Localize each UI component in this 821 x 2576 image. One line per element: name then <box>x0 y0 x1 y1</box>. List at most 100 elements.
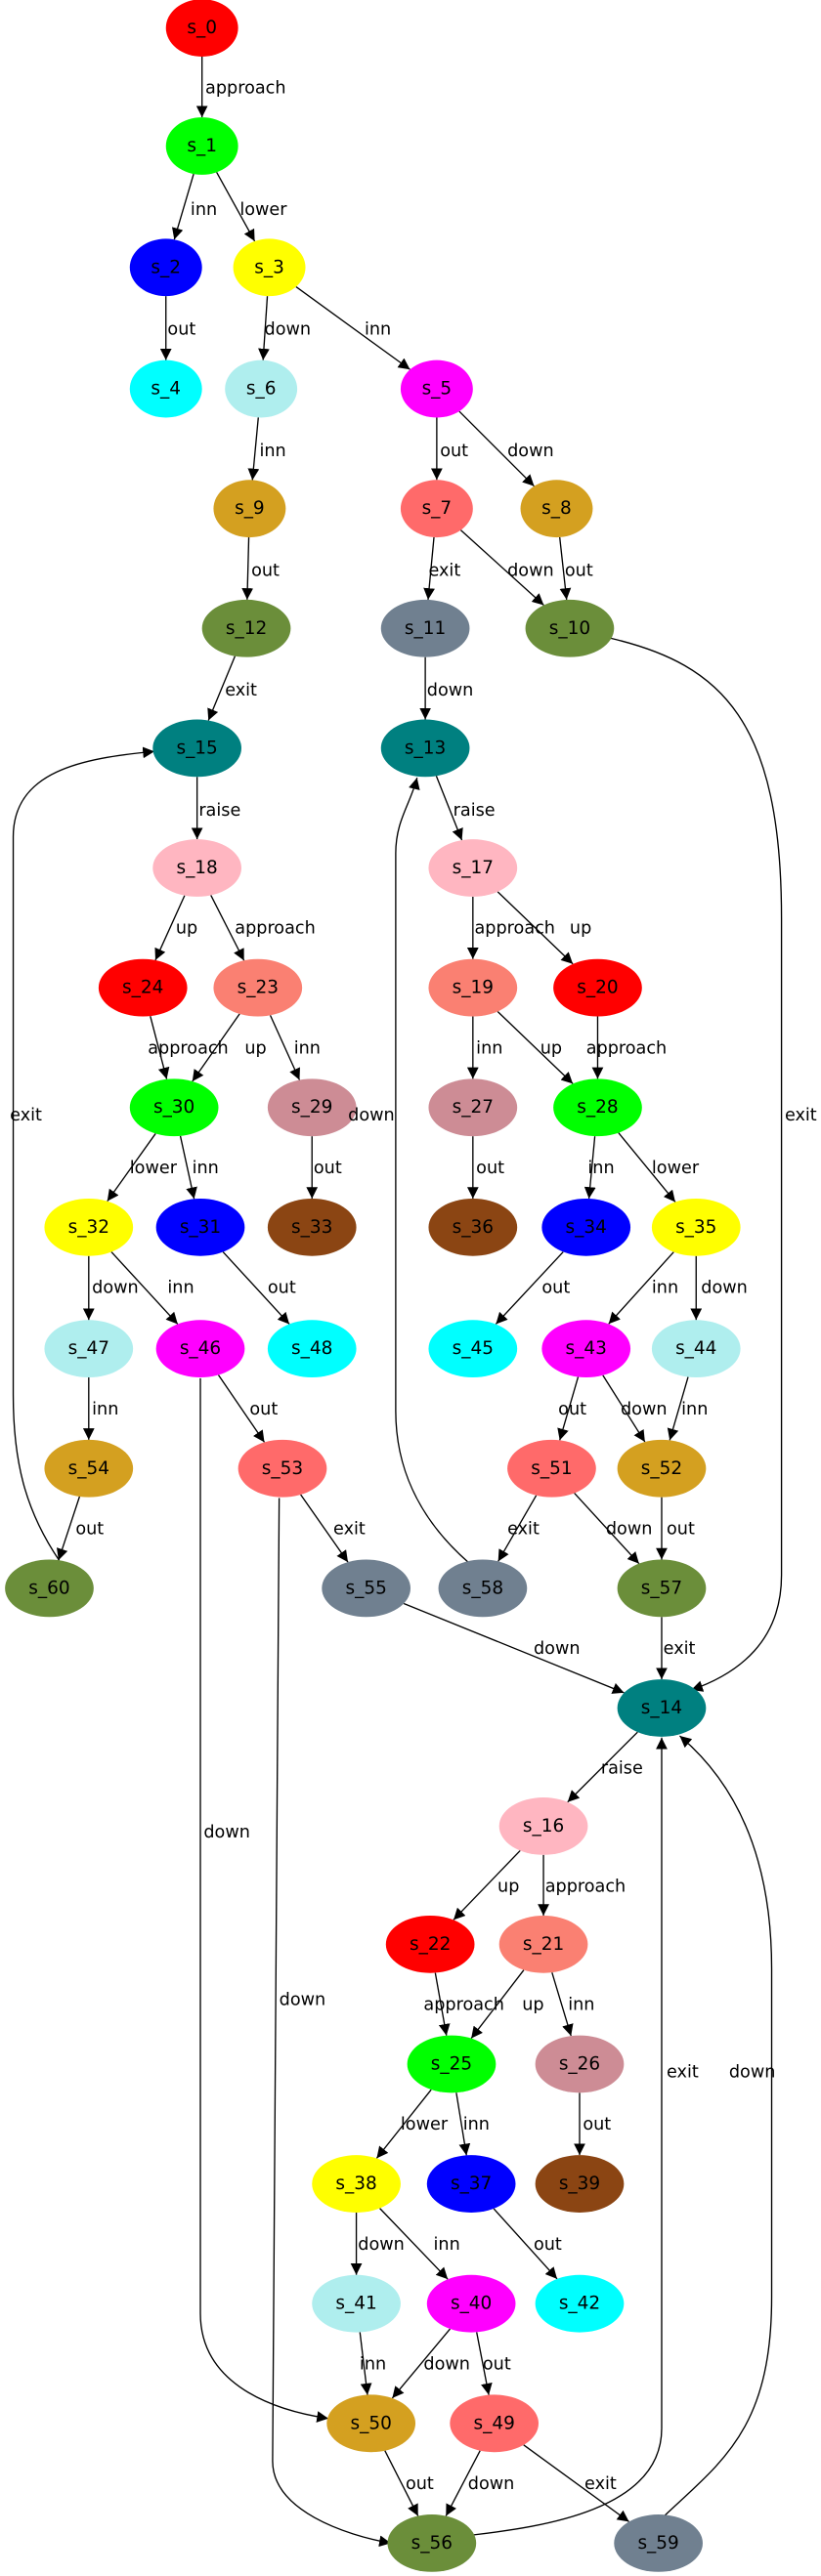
node-s_57[interactable]: s_57 <box>617 1559 707 1618</box>
node-s_36[interactable]: s_36 <box>428 1198 518 1256</box>
node-shape <box>213 958 303 1017</box>
node-s_2[interactable]: s_2 <box>129 238 202 297</box>
node-s_37[interactable]: s_37 <box>426 2155 516 2213</box>
node-s_56[interactable]: s_56 <box>387 2514 477 2572</box>
node-s_51[interactable]: s_51 <box>507 1439 596 1498</box>
node-s_44[interactable]: s_44 <box>651 1320 741 1378</box>
node-s_10[interactable]: s_10 <box>525 599 615 657</box>
node-s_53[interactable]: s_53 <box>238 1439 327 1498</box>
edge-s_25-s_38 <box>375 2089 432 2159</box>
node-s_26[interactable]: s_26 <box>535 2035 625 2093</box>
edge-label: lower <box>652 1159 700 1178</box>
node-s_59[interactable]: s_59 <box>614 2514 703 2572</box>
node-s_4[interactable]: s_4 <box>129 359 202 418</box>
node-s_60[interactable]: s_60 <box>5 1559 94 1618</box>
node-s_46[interactable]: s_46 <box>155 1320 245 1378</box>
node-s_55[interactable]: s_55 <box>322 1559 410 1618</box>
node-s_9[interactable]: s_9 <box>213 480 286 538</box>
node-s_52[interactable]: s_52 <box>617 1439 707 1498</box>
node-s_20[interactable]: s_20 <box>553 958 642 1017</box>
node-s_13[interactable]: s_13 <box>380 719 470 778</box>
node-shape <box>380 719 470 778</box>
node-s_6[interactable]: s_6 <box>225 359 298 418</box>
node-label: s_47 <box>68 1338 109 1359</box>
node-s_58[interactable]: s_58 <box>438 1559 528 1618</box>
node-s_23[interactable]: s_23 <box>213 958 303 1017</box>
node-shape <box>428 1078 518 1137</box>
node-s_1[interactable]: s_1 <box>165 117 238 175</box>
node-s_32[interactable]: s_32 <box>44 1198 134 1256</box>
node-s_50[interactable]: s_50 <box>326 2394 416 2453</box>
node-s_16[interactable]: s_16 <box>498 1797 588 1855</box>
node-shape <box>129 238 202 297</box>
node-s_40[interactable]: s_40 <box>426 2274 516 2333</box>
edge-label: down <box>507 562 554 581</box>
node-s_29[interactable]: s_29 <box>267 1078 357 1137</box>
node-shape <box>98 958 188 1017</box>
node-label: s_11 <box>405 618 446 639</box>
node-label: s_44 <box>675 1338 716 1359</box>
node-shape <box>322 1559 410 1618</box>
edge-s_7-s_10 <box>459 529 544 606</box>
node-s_22[interactable]: s_22 <box>385 1915 475 1973</box>
edge-s_12-s_15 <box>207 655 237 721</box>
node-s_12[interactable]: s_12 <box>201 599 291 657</box>
node-label: s_32 <box>68 1217 109 1238</box>
node-label: s_10 <box>549 618 590 639</box>
node-shape <box>450 2394 540 2453</box>
node-s_47[interactable]: s_47 <box>44 1320 134 1378</box>
node-s_43[interactable]: s_43 <box>541 1320 631 1378</box>
node-label: s_24 <box>122 978 163 998</box>
node-s_27[interactable]: s_27 <box>428 1078 518 1137</box>
node-s_39[interactable]: s_39 <box>535 2155 625 2213</box>
node-shape <box>428 1198 518 1256</box>
edge-label: down <box>534 1639 581 1659</box>
node-s_11[interactable]: s_11 <box>380 599 470 657</box>
node-s_48[interactable]: s_48 <box>267 1320 357 1378</box>
node-s_15[interactable]: s_15 <box>152 719 241 778</box>
node-s_31[interactable]: s_31 <box>155 1198 245 1256</box>
edge-label: approach <box>475 919 555 939</box>
node-shape <box>152 839 241 897</box>
node-s_18[interactable]: s_18 <box>152 839 241 897</box>
edge-s_7-s_11 <box>423 536 435 600</box>
node-s_0[interactable]: s_0 <box>165 0 238 57</box>
node-s_7[interactable]: s_7 <box>400 480 473 538</box>
node-s_25[interactable]: s_25 <box>407 2035 497 2093</box>
node-s_54[interactable]: s_54 <box>44 1439 134 1498</box>
node-s_19[interactable]: s_19 <box>428 958 518 1017</box>
node-s_35[interactable]: s_35 <box>651 1198 741 1256</box>
edge-label: out <box>667 1519 695 1539</box>
node-s_3[interactable]: s_3 <box>233 238 306 297</box>
node-s_30[interactable]: s_30 <box>129 1078 219 1137</box>
node-s_24[interactable]: s_24 <box>98 958 188 1017</box>
node-shape <box>535 2274 625 2333</box>
node-s_34[interactable]: s_34 <box>541 1198 631 1256</box>
node-s_5[interactable]: s_5 <box>400 359 473 418</box>
node-shape <box>267 1078 357 1137</box>
node-s_21[interactable]: s_21 <box>498 1915 588 1973</box>
node-shape <box>213 480 286 538</box>
node-s_33[interactable]: s_33 <box>267 1198 357 1256</box>
edge-s_17-s_20 <box>497 891 574 965</box>
node-s_28[interactable]: s_28 <box>553 1078 642 1137</box>
node-s_45[interactable]: s_45 <box>428 1320 518 1378</box>
node-s_14[interactable]: s_14 <box>617 1679 707 1737</box>
node-label: s_31 <box>180 1217 221 1238</box>
node-shape <box>165 117 238 175</box>
edge-label: inn <box>568 1996 594 2015</box>
edge-s_18-s_23 <box>210 895 245 961</box>
edge-label: inn <box>365 320 391 340</box>
edge-s_43-s_52 <box>602 1374 646 1443</box>
node-shape <box>400 359 473 418</box>
node-s_49[interactable]: s_49 <box>450 2394 540 2453</box>
node-s_42[interactable]: s_42 <box>535 2274 625 2333</box>
edge-s_55-s_14 <box>403 1602 625 1694</box>
edge-s_56-s_14 <box>472 1737 668 2536</box>
node-s_17[interactable]: s_17 <box>428 839 518 897</box>
node-s_41[interactable]: s_41 <box>312 2274 401 2333</box>
node-s_38[interactable]: s_38 <box>312 2155 401 2213</box>
node-label: s_60 <box>28 1578 69 1598</box>
node-s_8[interactable]: s_8 <box>520 480 593 538</box>
